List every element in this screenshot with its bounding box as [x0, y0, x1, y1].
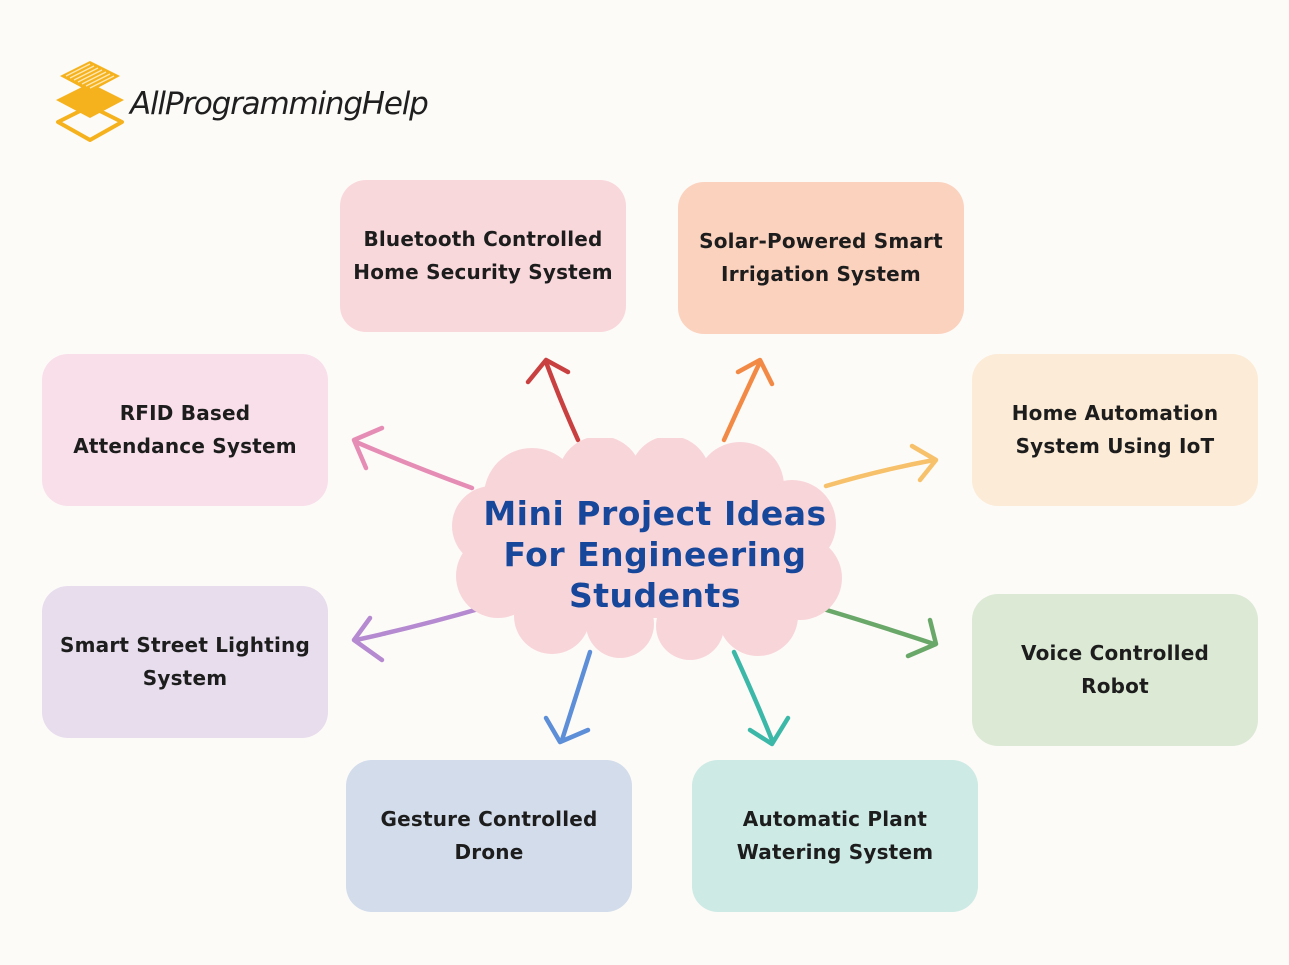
center-cloud-shape — [452, 438, 842, 660]
idea-label-line: Voice Controlled Robot — [1021, 641, 1209, 698]
stacked-layers-logo-icon — [56, 61, 124, 142]
arrow-to-gesture-drone — [543, 649, 593, 745]
idea-label-line: Watering System — [736, 840, 934, 864]
brand-name: AllProgrammingHelp — [130, 86, 429, 122]
idea-label-line: Solar-Powered Smart — [699, 229, 943, 253]
idea-label-line: Attendance System — [73, 434, 297, 458]
idea-label-line: Smart Street Lighting — [60, 633, 310, 657]
idea-label-line: Irrigation System — [721, 262, 921, 286]
idea-card-voice-robot: Voice Controlled Robot — [972, 594, 1258, 746]
idea-label-line: Drone — [454, 840, 524, 864]
arrow-to-rfid-attendance — [351, 425, 475, 491]
center-title-line: Students — [569, 576, 741, 615]
idea-label-line: Automatic Plant — [742, 807, 928, 831]
idea-label-line: Gesture Controlled — [380, 807, 598, 831]
arrow-to-voice-robot — [817, 605, 939, 659]
arrow-to-bluetooth-security — [525, 357, 581, 443]
arrow-to-home-automation — [823, 443, 939, 489]
arrow-to-plant-watering — [731, 649, 791, 747]
idea-label-line: RFID Based — [119, 401, 251, 425]
idea-label-line: System — [142, 666, 228, 690]
idea-label-line: System Using IoT — [1015, 434, 1215, 458]
idea-label-line: Home Security System — [353, 260, 613, 284]
center-title-line: For Engineering — [503, 535, 807, 574]
brand-logo: AllProgrammingHelp — [52, 56, 429, 148]
idea-label-line: Home Automation — [1011, 401, 1219, 425]
arrow-to-solar-irrigation — [721, 357, 775, 443]
center-title: Mini Project Ideas For Engineering Stude… — [470, 493, 840, 616]
arrow-to-street-lighting — [351, 605, 485, 663]
idea-label-line: Bluetooth Controlled — [363, 227, 603, 251]
center-title-line: Mini Project Ideas — [483, 494, 827, 533]
